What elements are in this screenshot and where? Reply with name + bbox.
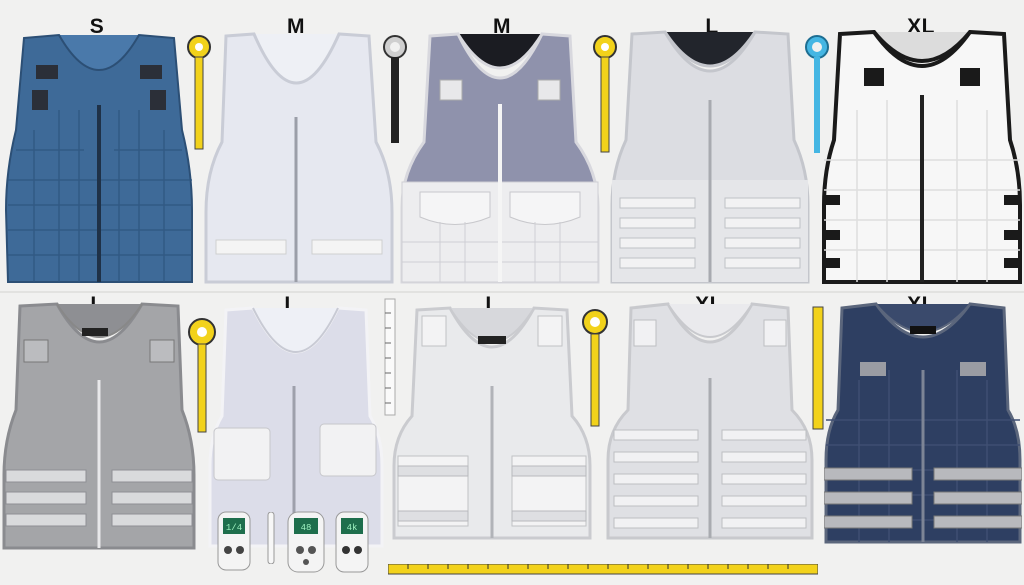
measuring-tape-icon <box>186 35 212 150</box>
ruler-icon <box>384 298 396 416</box>
measuring-tape-icon <box>592 35 618 153</box>
svg-text:4k: 4k <box>347 523 358 533</box>
measuring-tape-icon <box>188 316 216 434</box>
measuring-tape-strip <box>388 564 818 576</box>
svg-text:48: 48 <box>301 523 312 533</box>
controller-icon: 48 <box>286 510 326 574</box>
size-label-m: M <box>493 15 511 38</box>
lavender-mesh-vest <box>208 306 384 551</box>
measuring-tape-icon <box>812 306 824 430</box>
strap-buckle-icon <box>382 35 408 145</box>
white-canvas-molle-vest <box>392 306 592 542</box>
navy-quilted-vest <box>824 300 1022 546</box>
cable-icon <box>804 35 830 155</box>
gray-mesh-molle-vest <box>2 300 196 552</box>
controller-icon: 4k <box>334 510 370 574</box>
white-mesh-molle-vest <box>610 30 810 284</box>
size-label-s: S <box>89 15 105 38</box>
white-quilted-black-trim-vest <box>822 30 1022 284</box>
navy-mesh-white-panel-vest <box>400 32 600 284</box>
measuring-tape-icon <box>582 308 608 428</box>
pen-icon <box>266 512 276 564</box>
controller-icon: 1/4 <box>216 510 252 572</box>
svg-text:1/4: 1/4 <box>226 523 242 533</box>
blue-quilted-vest <box>4 30 194 285</box>
white-molle-plate-vest <box>606 300 814 542</box>
white-mesh-vest <box>204 32 394 284</box>
size-label-m: M <box>287 15 305 38</box>
row-divider <box>0 291 1024 293</box>
